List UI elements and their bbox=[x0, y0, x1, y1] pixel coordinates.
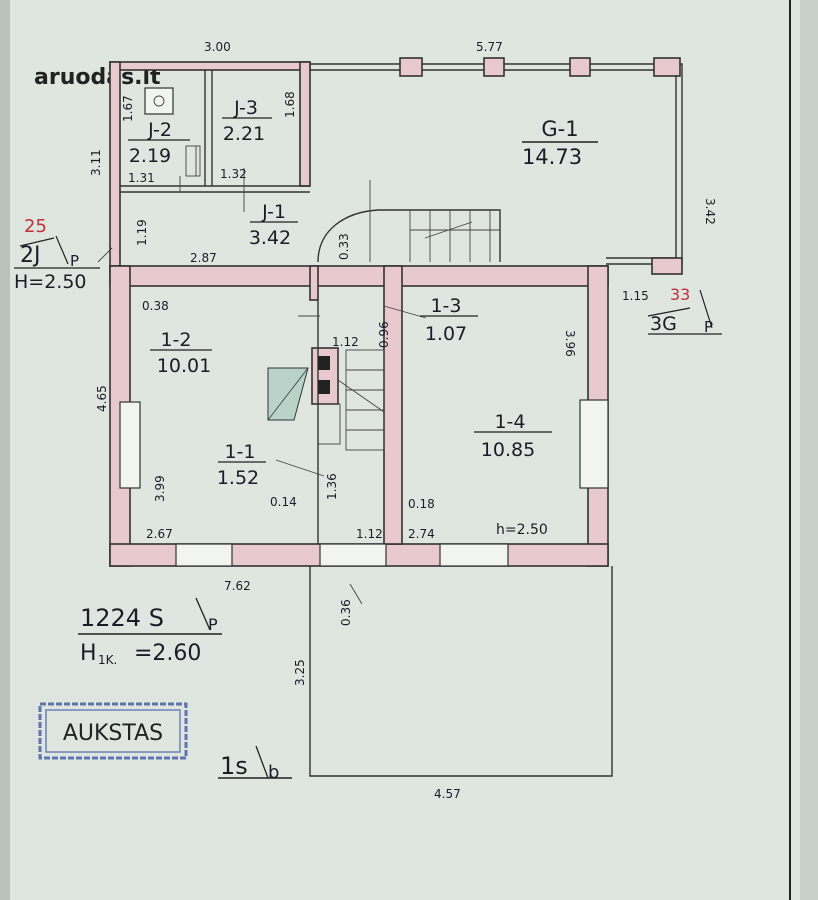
right-red-number: 33 bbox=[670, 285, 690, 304]
dim-1-32: 1.32 bbox=[220, 167, 247, 181]
dim-7-62: 7.62 bbox=[224, 579, 251, 593]
dim-h-2-50: h=2.50 bbox=[496, 522, 548, 538]
dim-0-14: 0.14 bbox=[270, 495, 297, 509]
stamp: AUKSTAS bbox=[38, 702, 188, 760]
room-14-id: 1-4 bbox=[494, 411, 525, 433]
bottom-mark: 1s b bbox=[218, 745, 292, 783]
right-annotation: 33 3G P bbox=[647, 285, 722, 336]
room-j2-area: 2.19 bbox=[129, 145, 171, 167]
room-11-id: 1-1 bbox=[224, 441, 255, 463]
room-j1-area: 3.42 bbox=[249, 227, 291, 249]
dim-3-99: 3.99 bbox=[153, 475, 167, 502]
room-11-area: 1.52 bbox=[217, 467, 259, 489]
room-12-id: 1-2 bbox=[160, 329, 191, 351]
annex-outline bbox=[309, 566, 613, 777]
dim-0-18: 0.18 bbox=[408, 497, 435, 511]
dim-1-12-top: 1.12 bbox=[332, 335, 359, 349]
room-j2-id: J-2 bbox=[147, 119, 172, 141]
left-annotation: 25 2J P H=2.50 bbox=[14, 216, 100, 293]
room-13-id: 1-3 bbox=[430, 295, 461, 317]
main-height-value: =2.60 bbox=[134, 641, 201, 666]
left-frac-letter: P bbox=[70, 252, 79, 270]
dim-1-68: 1.68 bbox=[283, 91, 297, 118]
garage-stair bbox=[317, 209, 501, 263]
bottom-frac-letter: b bbox=[268, 762, 279, 783]
dim-2-74: 2.74 bbox=[408, 527, 435, 541]
left-red-number: 25 bbox=[24, 216, 47, 237]
utility-rooms-block bbox=[109, 61, 311, 269]
stamp-text: AUKSTAS bbox=[63, 721, 163, 746]
dim-1-12-bottom: 1.12 bbox=[356, 527, 383, 541]
dim-0-38: 0.38 bbox=[142, 299, 169, 313]
left-main-number: 2J bbox=[20, 243, 41, 268]
room-12-area: 10.01 bbox=[157, 355, 211, 377]
room-j3-id: J-3 bbox=[233, 97, 258, 119]
room-g1-area: 14.73 bbox=[522, 145, 582, 169]
dimension-lines bbox=[97, 168, 427, 605]
room-j3-area: 2.21 bbox=[223, 123, 265, 145]
dim-0-36: 0.36 bbox=[339, 599, 353, 626]
main-height-letter: H bbox=[80, 641, 97, 666]
page-right-edge bbox=[800, 0, 818, 900]
central-stair-chimney bbox=[267, 300, 385, 544]
dim-3-25: 3.25 bbox=[293, 659, 307, 686]
bottom-mark-text: 1s bbox=[220, 752, 248, 780]
dim-1-15: 1.15 bbox=[622, 289, 649, 303]
dim-1-19: 1.19 bbox=[135, 219, 149, 246]
main-id-text: 1224 S bbox=[80, 604, 164, 632]
dim-2-87: 2.87 bbox=[190, 251, 217, 265]
dim-4-65: 4.65 bbox=[95, 385, 109, 412]
dim-3-11: 3.11 bbox=[89, 149, 103, 176]
dim-1-31: 1.31 bbox=[128, 171, 155, 185]
garage-outline bbox=[308, 57, 683, 275]
dim-5-77: 5.77 bbox=[476, 40, 503, 54]
right-main-number: 3G bbox=[650, 313, 677, 335]
main-designation: 1224 S P H 1K. =2.60 bbox=[78, 597, 222, 667]
page-left-edge bbox=[0, 0, 10, 900]
dim-3-00: 3.00 bbox=[204, 40, 231, 54]
dimension-labels: 3.00 5.77 1.67 1.68 3.11 3.42 1.31 1.32 … bbox=[89, 40, 717, 801]
dim-1-36: 1.36 bbox=[325, 473, 339, 500]
main-height-subscript: 1K. bbox=[98, 653, 117, 667]
dim-0-33: 0.33 bbox=[337, 233, 351, 260]
right-frac-letter: P bbox=[704, 318, 713, 336]
room-14-area: 10.85 bbox=[481, 439, 535, 461]
dim-3-42: 3.42 bbox=[703, 198, 717, 225]
room-j1-id: J-1 bbox=[261, 201, 286, 223]
left-height-text: H=2.50 bbox=[14, 271, 87, 293]
dim-3-96: 3.96 bbox=[563, 330, 577, 357]
dim-0-96: 0.96 bbox=[377, 321, 391, 348]
house-walls bbox=[109, 265, 609, 567]
room-g1-id: G-1 bbox=[541, 117, 578, 141]
room-labels: G-1 14.73 J-1 3.42 J-2 2.19 J-3 2.21 1-1… bbox=[128, 97, 598, 489]
dim-1-67: 1.67 bbox=[121, 95, 135, 122]
room-13-area: 1.07 bbox=[425, 323, 467, 345]
dim-4-57: 4.57 bbox=[434, 787, 461, 801]
dim-2-67: 2.67 bbox=[146, 527, 173, 541]
main-frac-letter: P bbox=[208, 615, 218, 634]
